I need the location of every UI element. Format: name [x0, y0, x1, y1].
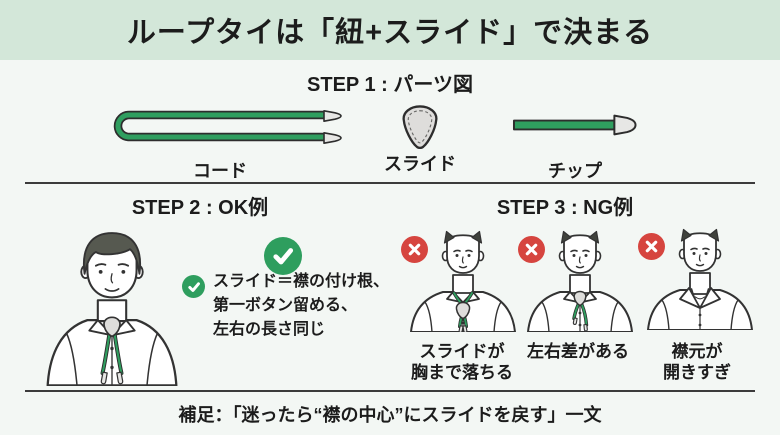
x-icon	[645, 240, 658, 253]
slide-illustration	[402, 105, 438, 150]
ng-caption-1: スライドが 胸まで落ちる	[404, 341, 520, 383]
footer-note: 補足：「迷ったら“襟の中心”にスライドを戻す」一文	[178, 405, 602, 425]
step3-title: STEP 3 : NG例	[496, 197, 634, 219]
step1-title: STEP 1 : パーツ図	[307, 74, 473, 96]
divider-top	[25, 182, 755, 184]
cord-illustration	[113, 110, 342, 144]
ng-caption-2: 左右差がある	[520, 341, 636, 362]
page-title: ループタイは「紐+スライド」で決まる	[126, 17, 654, 49]
part-slide: スライド	[378, 104, 462, 176]
ok-check-badge-small	[182, 275, 205, 298]
check-icon	[187, 281, 200, 292]
ng-caption-line: 胸まで落ちる	[411, 363, 513, 382]
tip-illustration	[512, 114, 637, 136]
ng-x-badge-2	[518, 236, 545, 263]
header: ループタイは「紐+スライド」で決まる	[0, 0, 780, 60]
x-icon	[525, 243, 538, 256]
part-cord: コード	[95, 106, 345, 183]
divider-bottom	[25, 390, 755, 392]
ng-caption-3: 襟元が 開きすぎ	[640, 341, 754, 383]
ng-man-open-collar-illustration	[647, 228, 753, 330]
ng-man-slide-low-illustration	[410, 230, 516, 332]
ok-note: スライド＝襟の付け根、 第一ボタン留める、 左右の長さ同じ	[213, 270, 398, 342]
slide-label: スライド	[384, 154, 456, 174]
ng-x-badge-3	[638, 233, 665, 260]
ok-check-badge-large	[264, 237, 302, 275]
tip-label: チップ	[548, 161, 602, 181]
ng-man-uneven-illustration	[527, 230, 633, 332]
ng-caption-line: 襟元が	[671, 342, 723, 361]
x-icon	[408, 243, 421, 256]
ok-man-illustration	[46, 232, 178, 386]
step2-title: STEP 2 : OK例	[131, 197, 269, 219]
cord-label: コード	[193, 161, 247, 181]
part-tip: チップ	[510, 112, 640, 183]
ok-note-line: 第一ボタン留める、	[213, 297, 358, 314]
ok-note-line: スライド＝襟の付け根、	[213, 273, 390, 290]
ok-note-line: 左右の長さ同じ	[213, 321, 326, 338]
ng-caption-line: スライドが	[419, 342, 505, 361]
ng-x-badge-1	[401, 236, 428, 263]
check-icon	[273, 248, 294, 265]
ng-caption-line: 左右差がある	[527, 342, 629, 361]
ng-caption-line: 開きすぎ	[663, 363, 731, 382]
